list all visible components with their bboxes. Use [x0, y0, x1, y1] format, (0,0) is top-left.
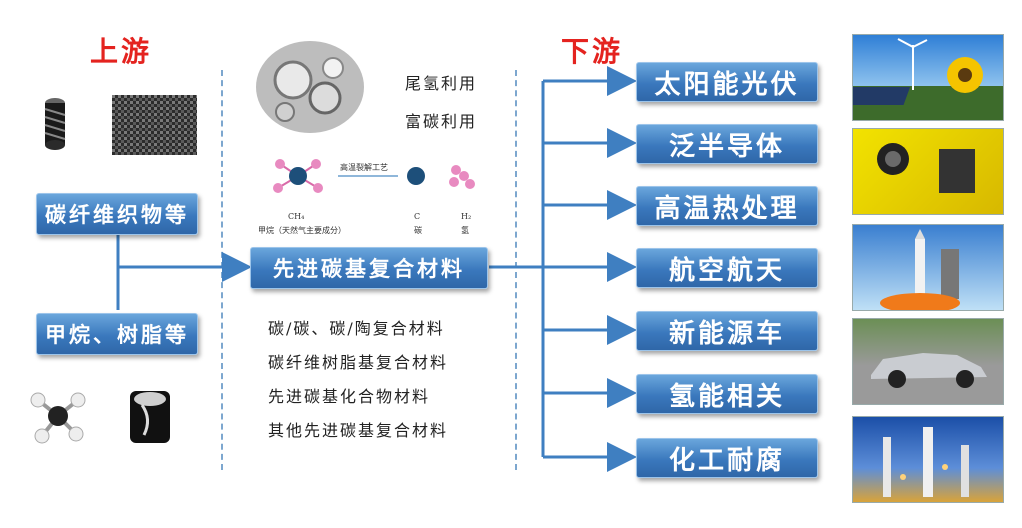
- resin-bottle-icon: [130, 391, 170, 443]
- semiconductor-photo: [852, 128, 1004, 215]
- downstream-item-solar-pv: 太阳能光伏: [636, 62, 818, 102]
- material-item-4: 其他先进碳基复合材料: [268, 421, 449, 440]
- product-hydrogen-symbol: H₂: [461, 212, 472, 221]
- product-carbon-symbol: C: [414, 212, 421, 221]
- methane-pyrolysis-reaction: [273, 159, 475, 193]
- carbon-tube-micrograph-icon: [256, 41, 364, 133]
- methane-molecule-icon: [30, 392, 86, 444]
- reactant-name: 甲烷（天然气主要成分）: [258, 226, 346, 235]
- downstream-title: 下游: [561, 35, 624, 68]
- divider-right: [515, 70, 517, 470]
- upstream-title: 上游: [90, 35, 153, 68]
- vehicle-photo: [852, 318, 1004, 405]
- downstream-item-semiconductor: 泛半导体: [636, 124, 818, 164]
- downstream-item-chemical-corrosion: 化工耐腐: [636, 438, 818, 478]
- use-carbon-rich: 富碳利用: [405, 112, 478, 131]
- material-item-2: 碳纤维树脂基复合材料: [268, 353, 449, 372]
- reaction-process-label: 高温裂解工艺: [340, 163, 388, 172]
- material-item-3: 先进碳基化合物材料: [268, 387, 431, 406]
- product-hydrogen-name: 氢: [461, 226, 469, 235]
- aerospace-photo: [852, 224, 1004, 311]
- upstream-item-methane-resin: 甲烷、树脂等: [36, 313, 198, 355]
- downstream-item-hydrogen: 氢能相关: [636, 374, 818, 414]
- downstream-item-aerospace: 航空航天: [636, 248, 818, 288]
- carbon-fiber-spool-icon: [44, 98, 66, 150]
- product-carbon-name: 碳: [414, 226, 422, 235]
- carbon-fabric-icon: [112, 95, 197, 155]
- main-product-box: 先进碳基复合材料: [250, 247, 488, 289]
- upstream-item-carbon-fiber-fabric: 碳纤维织物等: [36, 193, 198, 235]
- solar-photo: [852, 34, 1004, 121]
- material-item-1: 碳/碳、碳/陶复合材料: [268, 319, 445, 338]
- downstream-item-heat-treatment: 高温热处理: [636, 186, 818, 226]
- use-hydrogen-tail: 尾氢利用: [405, 74, 478, 93]
- downstream-item-new-energy-vehicle: 新能源车: [636, 311, 818, 351]
- chemical-plant-photo: [852, 416, 1004, 503]
- reactant-formula: CH₄: [288, 212, 305, 221]
